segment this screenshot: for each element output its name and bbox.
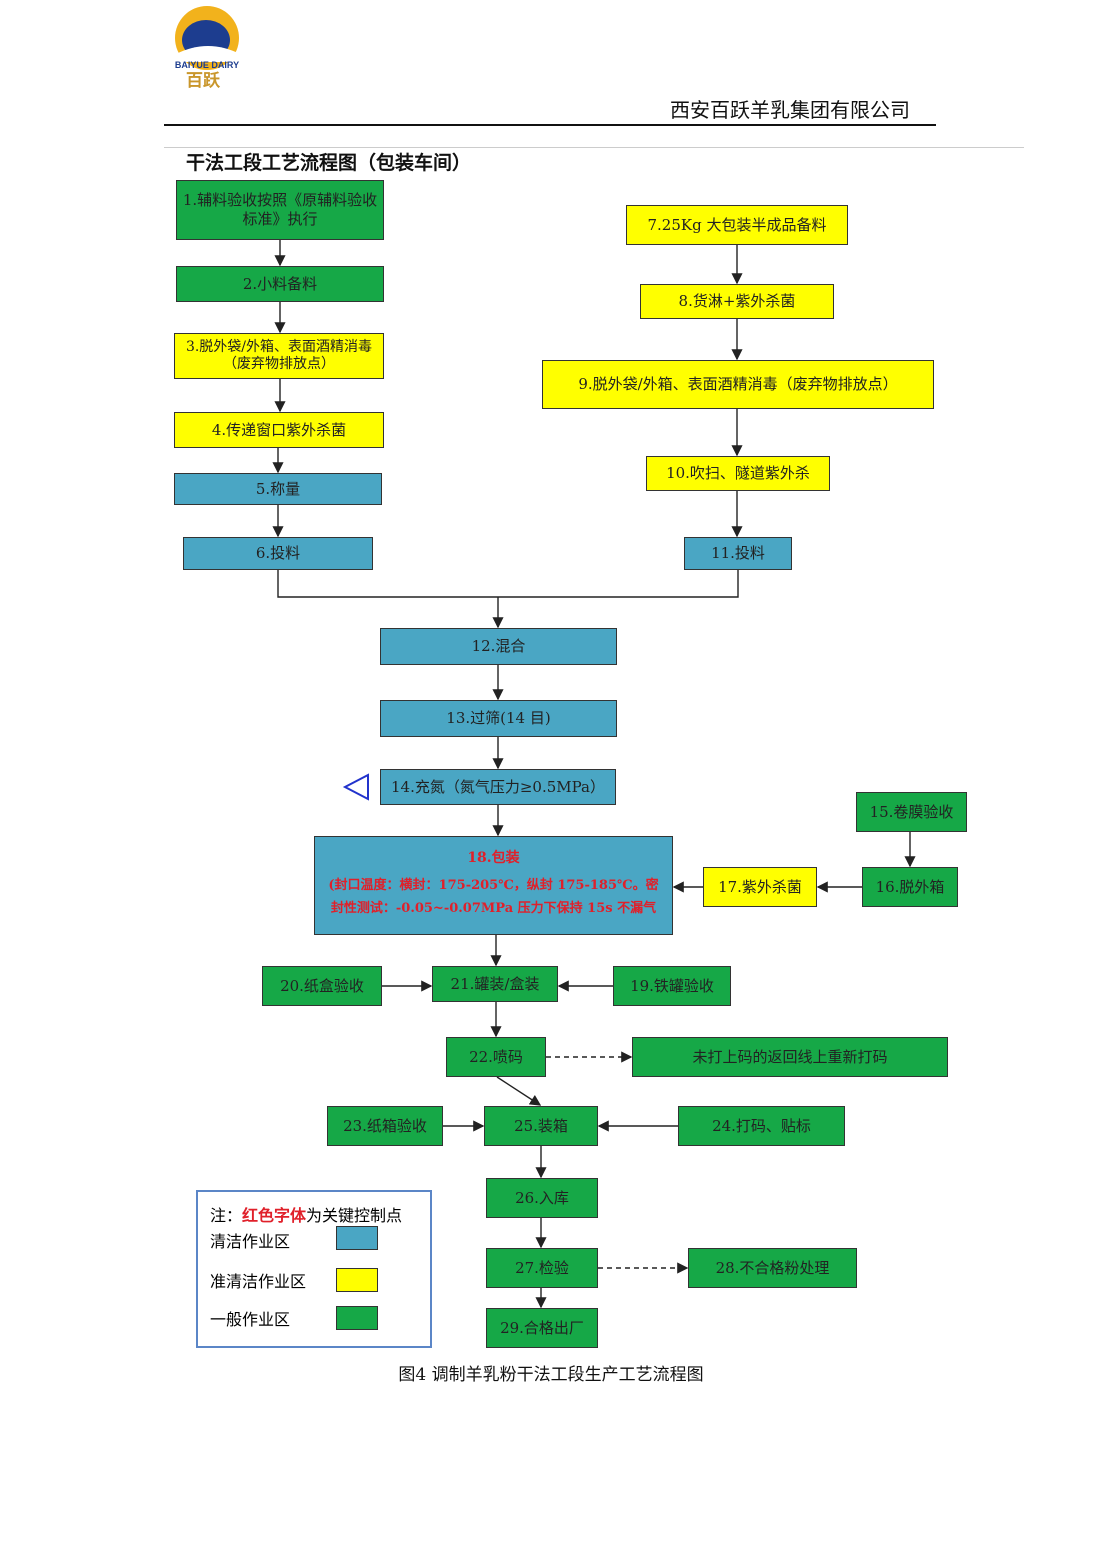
step-3: 3.脱外袋/外箱、表面酒精消毒（废弃物排放点）: [174, 333, 384, 379]
step-2: 2.小料备料: [176, 266, 384, 302]
figure-caption: 图4 调制羊乳粉干法工段生产工艺流程图: [398, 1365, 704, 1385]
legend-note-suffix: 为关键控制点: [306, 1206, 403, 1225]
company-name: 西安百跃羊乳集团有限公司: [670, 98, 910, 122]
legend-note: 注：红色字体为关键控制点: [210, 1202, 402, 1226]
legend-note-prefix: 注：: [210, 1206, 243, 1225]
step-28: 28.不合格粉处理: [688, 1248, 857, 1288]
triangle-marker-icon: [342, 773, 369, 801]
step-10: 10.吹扫、隧道紫外杀: [646, 456, 830, 491]
step-19: 19.铁罐验收: [613, 966, 731, 1006]
step-11: 11.投料: [684, 537, 792, 570]
header-rule: [164, 124, 936, 126]
step-26: 26.入库: [486, 1178, 598, 1218]
step-21: 21.罐装/盒装: [432, 966, 558, 1002]
step-18-title: 18.包装: [467, 850, 520, 867]
legend: 注：红色字体为关键控制点 清洁作业区 准清洁作业区 一般作业区: [196, 1190, 432, 1348]
step-9: 9.脱外袋/外箱、表面酒精消毒（废弃物排放点）: [542, 360, 934, 409]
step-6: 6.投料: [183, 537, 373, 570]
step-4: 4.传递窗口紫外杀菌: [174, 412, 384, 448]
legend-general-swatch: [336, 1306, 378, 1330]
step-8: 8.货淋+紫外杀菌: [640, 284, 834, 319]
step-23: 23.纸箱验收: [327, 1106, 443, 1146]
step-13: 13.过筛(14 目): [380, 700, 617, 737]
step-14: 14.充氮（氮气压力≥0.5MPa）: [380, 769, 616, 805]
legend-clean-label: 清洁作业区: [210, 1232, 291, 1251]
step-12: 12.混合: [380, 628, 617, 665]
legend-semi-clean-swatch: [336, 1268, 378, 1292]
section-rule: [164, 147, 1024, 148]
step-17: 17.紫外杀菌: [703, 867, 817, 907]
step-16: 16.脱外箱: [862, 867, 958, 907]
step-24: 24.打码、贴标: [678, 1106, 845, 1146]
legend-clean-swatch: [336, 1226, 378, 1250]
svg-text:BAIYUE DAIRY: BAIYUE DAIRY: [175, 60, 239, 70]
step-5: 5.称量: [174, 473, 382, 505]
step-18-detail: (封口温度：横封：175-205℃，纵封 175-185℃。密封性测试：-0.0…: [328, 877, 659, 917]
svg-text:百跃: 百跃: [186, 71, 221, 88]
step-27: 27.检验: [486, 1248, 598, 1288]
step-1: 1.辅料验收按照《原辅料验收标准》执行: [176, 180, 384, 240]
step-20: 20.纸盒验收: [262, 966, 382, 1006]
legend-note-red: 红色字体: [242, 1206, 307, 1225]
step-7: 7.25Kg 大包装半成品备料: [626, 205, 848, 245]
step-29: 29.合格出厂: [486, 1308, 598, 1348]
step-25: 25.装箱: [484, 1106, 598, 1146]
step-22: 22.喷码: [446, 1037, 546, 1077]
legend-semi-clean-label: 准清洁作业区: [210, 1272, 307, 1291]
flowchart-title: 干法工段工艺流程图（包装车间）: [186, 152, 472, 174]
step-22-note: 未打上码的返回线上重新打码: [632, 1037, 948, 1077]
step-18: 18.包装 (封口温度：横封：175-205℃，纵封 175-185℃。密封性测…: [314, 836, 673, 935]
legend-general-label: 一般作业区: [210, 1310, 291, 1329]
step-15: 15.卷膜验收: [856, 792, 967, 832]
